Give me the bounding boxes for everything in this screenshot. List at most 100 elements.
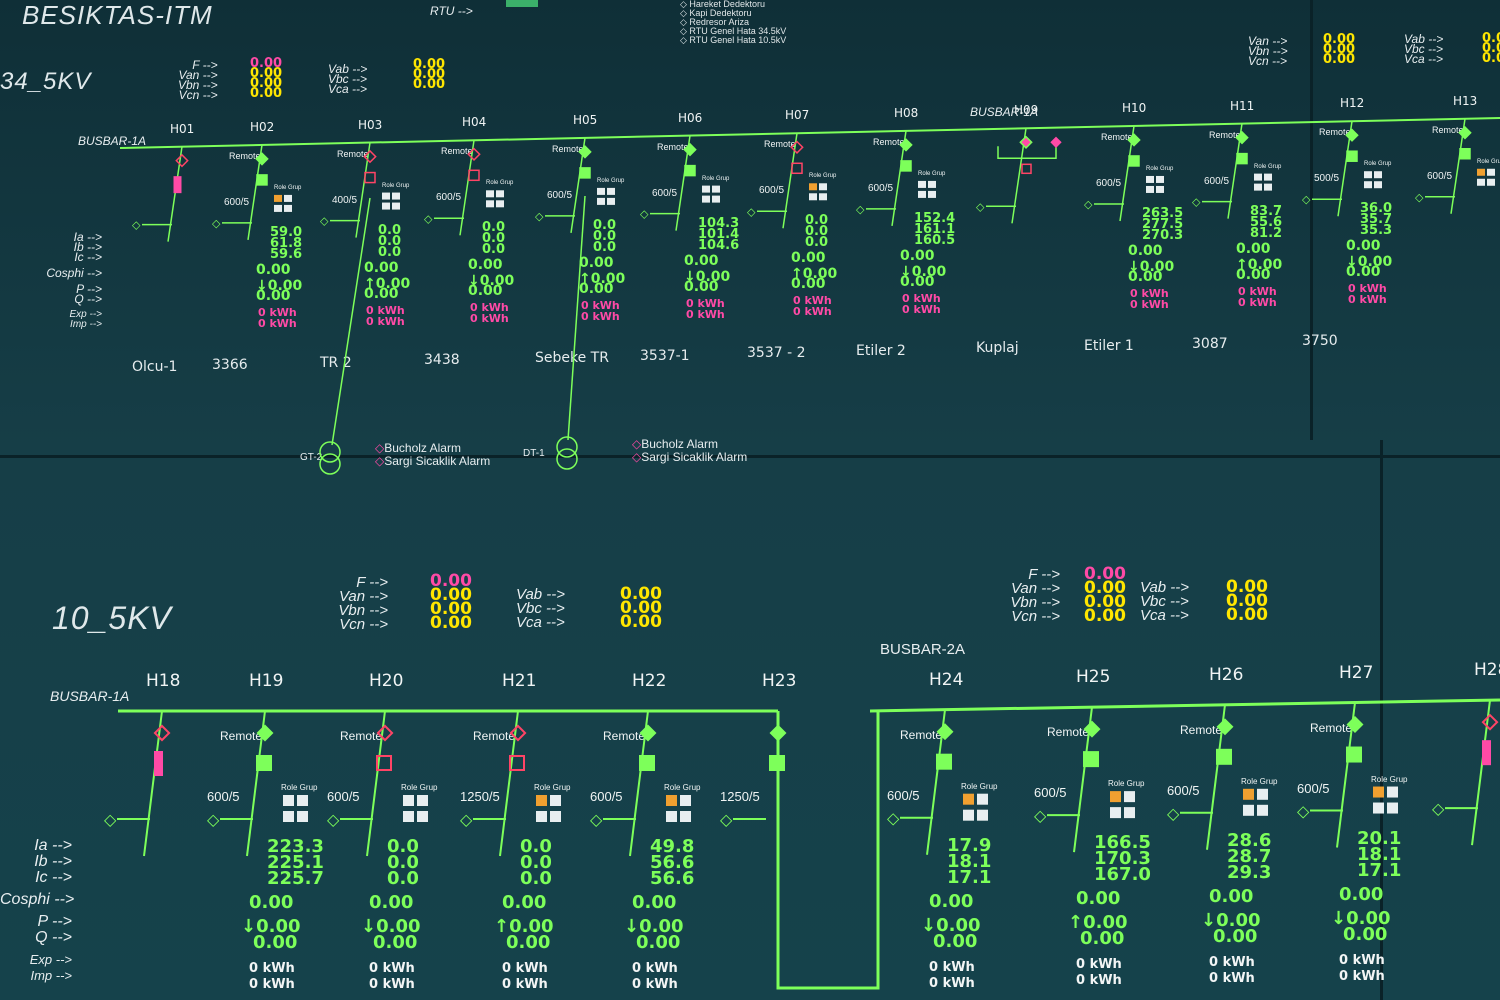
disconnector-switch[interactable] <box>936 723 954 741</box>
disconnector-switch[interactable] <box>578 145 592 159</box>
circuit-breaker[interactable] <box>791 162 803 175</box>
role-indicator <box>918 190 926 198</box>
station-alarm-item: ◇ Hareket Dedektoru <box>680 0 765 9</box>
current-ib: 18.1 <box>947 850 992 872</box>
circuit-breaker[interactable] <box>256 174 268 186</box>
station-alarm-list: ◇ Hareket Dedektoru ◇ Kapi Dedektoru ◇ R… <box>680 0 786 45</box>
transformer-feeder-line <box>567 195 586 441</box>
circuit-breaker[interactable] <box>1128 155 1140 167</box>
disconnector-switch[interactable] <box>255 152 269 166</box>
earth-switch <box>1482 740 1491 766</box>
feeder-name: 3537-1 <box>640 347 690 364</box>
disconnector-switch[interactable] <box>1345 128 1359 142</box>
energy-import: 0 kWh <box>632 977 678 992</box>
disconnector-switch[interactable] <box>899 138 913 152</box>
role-indicator <box>274 194 282 202</box>
circuit-breaker[interactable] <box>1216 748 1232 765</box>
circuit-breaker[interactable] <box>684 164 696 177</box>
disconnector-switch[interactable] <box>639 724 657 742</box>
active-power: ↓0.00 <box>256 277 303 294</box>
current-ia: 28.6 <box>1227 829 1272 851</box>
bay-code-label: H22 <box>632 671 667 691</box>
bay-code-label: H09 <box>1014 103 1039 118</box>
role-indicator <box>1156 175 1164 183</box>
role-indicator <box>607 197 615 205</box>
disconnector-switch[interactable] <box>256 724 274 742</box>
top-meter-mid-labels: Vab -->Vbc -->Vca --> <box>328 62 368 96</box>
circuit-breaker[interactable] <box>900 160 912 172</box>
role-indicator <box>963 809 974 821</box>
ct-ratio: 600/5 <box>1297 780 1330 796</box>
circuit-breaker[interactable] <box>364 171 376 184</box>
ct-ratio: 600/5 <box>207 789 240 804</box>
role-indicator <box>283 811 294 822</box>
active-power: ↓0.00 <box>1331 907 1391 929</box>
role-group-label: Role Grup <box>1477 158 1500 165</box>
disconnector-switch[interactable] <box>1346 716 1364 734</box>
ct-ratio: 600/5 <box>1204 175 1230 187</box>
current-ib: 0.0 <box>387 852 419 873</box>
disconnector-switch[interactable] <box>175 153 189 168</box>
role-indicator <box>963 793 974 805</box>
current-ib: 225.1 <box>267 852 324 873</box>
current-ib: 0.0 <box>482 231 506 247</box>
disconnector-switch[interactable] <box>1458 126 1472 140</box>
panel-seam <box>1310 0 1313 440</box>
circuit-breaker[interactable] <box>1346 150 1358 162</box>
circuit-breaker[interactable] <box>468 169 480 182</box>
disconnector-switch[interactable] <box>376 724 394 742</box>
disconnector-switch[interactable] <box>153 724 171 742</box>
energy-export: 0 kWh <box>470 301 509 315</box>
earth-icon: ◇ <box>1084 199 1093 211</box>
current-ib: 170.3 <box>1094 848 1151 870</box>
disconnector-switch[interactable] <box>467 147 481 162</box>
role-indicator <box>417 811 428 822</box>
earth-icon: ◇ <box>887 811 900 828</box>
circuit-breaker[interactable] <box>1459 148 1471 160</box>
circuit-breaker[interactable] <box>1083 751 1099 768</box>
circuit-breaker[interactable] <box>1236 152 1248 165</box>
disconnector-switch[interactable] <box>509 724 527 742</box>
bay-code-label: H12 <box>1340 96 1365 111</box>
role-indicator <box>712 195 720 203</box>
circuit-breaker[interactable] <box>769 755 785 771</box>
current-ib: 161.1 <box>914 221 956 237</box>
energy-import: 0 kWh <box>1130 297 1169 311</box>
transformer-alarm-list: ◇Bucholz Alarm ◇Sargi Sicaklik Alarm <box>375 442 490 468</box>
feeder-line <box>459 140 475 236</box>
circuit-breaker[interactable] <box>1346 746 1362 763</box>
circuit-breaker[interactable] <box>936 753 952 770</box>
current-ia: 0.0 <box>378 222 402 238</box>
disconnector-switch[interactable] <box>769 724 787 742</box>
earth-switch <box>173 176 182 194</box>
role-indicator <box>1257 788 1268 800</box>
role-indicator <box>1373 786 1384 798</box>
circuit-breaker[interactable] <box>256 755 272 771</box>
circuit-breaker[interactable] <box>639 755 655 771</box>
role-indicator <box>918 180 926 188</box>
disconnector-switch[interactable] <box>790 140 804 155</box>
disconnector-switch[interactable] <box>1235 130 1249 145</box>
current-ia: 0.0 <box>482 220 506 236</box>
disconnector-switch[interactable] <box>1127 133 1141 147</box>
top-meter-right2-labels: Vab -->Vbc -->Vca --> <box>1404 32 1444 66</box>
disconnector-switch[interactable] <box>1083 720 1101 738</box>
disconnector-switch[interactable] <box>1216 718 1234 736</box>
role-indicator <box>1264 173 1272 181</box>
disconnector-switch[interactable] <box>1481 713 1499 731</box>
remote-label: Remote <box>552 143 584 154</box>
circuit-breaker[interactable] <box>1021 163 1032 175</box>
cosphi-value: 0.00 <box>1128 242 1163 259</box>
reactive-power: 0.00 <box>256 287 291 304</box>
circuit-breaker[interactable] <box>579 167 591 179</box>
ct-ratio: 600/5 <box>327 789 360 804</box>
ct-ratio: 400/5 <box>332 194 358 206</box>
circuit-breaker[interactable] <box>509 755 525 771</box>
disconnector-switch[interactable] <box>683 142 697 157</box>
disconnector-switch[interactable] <box>1019 135 1033 150</box>
active-power: ↓0.00 <box>1201 909 1261 931</box>
disconnector-switch[interactable] <box>363 149 377 164</box>
circuit-breaker[interactable] <box>376 755 392 771</box>
role-indicator <box>1364 171 1372 179</box>
remote-label: Remote <box>473 729 516 743</box>
